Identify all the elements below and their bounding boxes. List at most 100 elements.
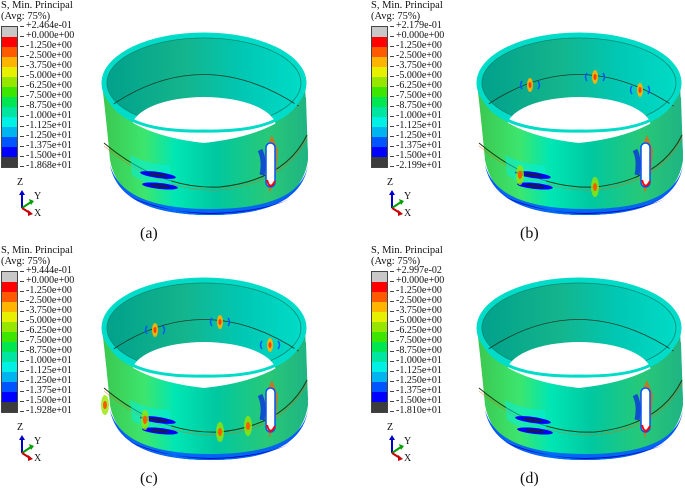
legend-color-band [372,37,387,47]
axis-label-x: X [34,453,42,464]
legend-color-band [2,282,17,292]
legend-value: +9.444e-01 [20,266,74,276]
legend-color-band [372,392,387,402]
legend-value: -1.250e+01 [390,376,444,386]
legend-color-band [372,332,387,342]
panel-d: S, Min. Principal(Avg: 75%)+2.997e-02+0.… [370,245,685,492]
legend-color-band [2,392,17,402]
legend-color-band [2,322,17,332]
color-legend-bar [371,26,388,168]
legend-color-band [372,382,387,392]
legend-color-band [2,302,17,312]
legend-value: -6.250e+00 [390,326,444,336]
legend-color-band [372,322,387,332]
legend-value: -1.375e+01 [20,386,74,396]
legend-color-band [2,77,17,87]
legend-color-band [2,402,17,412]
legend-subtitle: (Avg: 75%) [371,256,421,267]
legend-color-band [372,372,387,382]
legend-value-list: +9.444e-01+0.000e+00-1.250e+00-2.500e+00… [20,266,74,416]
legend-color-band [372,292,387,302]
legend-value: -1.250e+01 [20,376,74,386]
legend-value: -1.500e+01 [20,151,74,161]
legend-value: -8.750e+00 [20,101,74,111]
legend-value: -7.500e+00 [20,336,74,346]
legend-value: -1.000e+01 [390,111,444,121]
legend-color-band [2,312,17,322]
axis-label-y: Y [34,436,42,447]
legend-value-list: +2.464e-01+0.000e+00-1.250e+00-2.500e+00… [20,21,74,171]
legend-value: -3.750e+00 [20,61,74,71]
axis-label-y: Y [404,191,412,202]
legend-color-band [372,352,387,362]
legend-color-band [2,332,17,342]
legend-value: -2.500e+00 [20,296,74,306]
stress-contour-cylinder-a [100,15,315,220]
legend-subtitle: (Avg: 75%) [1,256,51,267]
legend-value: -3.750e+00 [20,306,74,316]
legend-value: -8.750e+00 [20,346,74,356]
legend-color-band [2,107,17,117]
legend-color-band [372,117,387,127]
legend-value: -6.250e+00 [20,326,74,336]
legend-color-band [372,107,387,117]
subfigure-caption: (c) [140,470,158,487]
legend-value: -2.199e+01 [390,161,444,171]
axis-label-x: X [404,208,412,219]
legend-color-band [372,272,387,282]
legend-color-band [372,47,387,57]
legend-title: S, Min. Principal [371,0,443,11]
legend-value: -1.250e+00 [390,286,444,296]
axis-triad-icon: Z Y X [382,422,422,465]
legend-color-band [372,157,387,167]
legend-value: -2.500e+00 [390,51,444,61]
legend-value: -5.000e+00 [20,71,74,81]
legend-color-band [2,37,17,47]
legend-value: -1.250e+00 [390,41,444,51]
legend-value: -3.750e+00 [390,306,444,316]
legend-value: +0.000e+00 [20,31,74,41]
legend-value: +0.000e+00 [390,276,444,286]
legend-color-band [372,312,387,322]
axis-label-z: Z [17,422,24,433]
legend-value: -1.125e+01 [390,366,444,376]
legend-value: -1.500e+01 [390,151,444,161]
axis-label-z: Z [387,177,394,188]
legend-color-band [2,147,17,157]
legend-title: S, Min. Principal [371,245,443,256]
legend-value: -1.375e+01 [390,386,444,396]
legend-color-band [372,362,387,372]
legend-color-band [2,87,17,97]
legend-value: -1.375e+01 [20,141,74,151]
legend-subtitle: (Avg: 75%) [1,11,51,22]
legend-value: -3.750e+00 [390,61,444,71]
legend-color-band [372,342,387,352]
legend-value: -1.810e+01 [390,406,444,416]
legend-color-band [2,382,17,392]
panel-b: S, Min. Principal(Avg: 75%)+2.179e-01+0.… [370,0,685,247]
legend-subtitle: (Avg: 75%) [371,11,421,22]
axis-triad-icon: Z Y X [12,177,52,220]
axis-label-z: Z [387,422,394,433]
legend-color-band [2,127,17,137]
legend-color-band [372,137,387,147]
legend-color-band [2,57,17,67]
stress-contour-cylinder-c [100,260,315,465]
legend-value-list: +2.997e-02+0.000e+00-1.250e+00-2.500e+00… [390,266,444,416]
panel-c: S, Min. Principal(Avg: 75%)+9.444e-01+0.… [0,245,342,492]
legend-value: -1.125e+01 [20,366,74,376]
legend-color-band [372,87,387,97]
legend-value: -1.500e+01 [390,396,444,406]
legend-value: +0.000e+00 [20,276,74,286]
legend-color-band [372,97,387,107]
legend-color-band [372,147,387,157]
legend-value: -1.500e+01 [20,396,74,406]
axis-label-z: Z [17,177,24,188]
legend-value: -7.500e+00 [20,91,74,101]
legend-value: -1.125e+01 [20,121,74,131]
legend-value: -8.750e+00 [390,346,444,356]
legend-color-band [2,137,17,147]
legend-value: -5.000e+00 [390,71,444,81]
legend-value: -1.928e+01 [20,406,74,416]
legend-color-band [372,282,387,292]
